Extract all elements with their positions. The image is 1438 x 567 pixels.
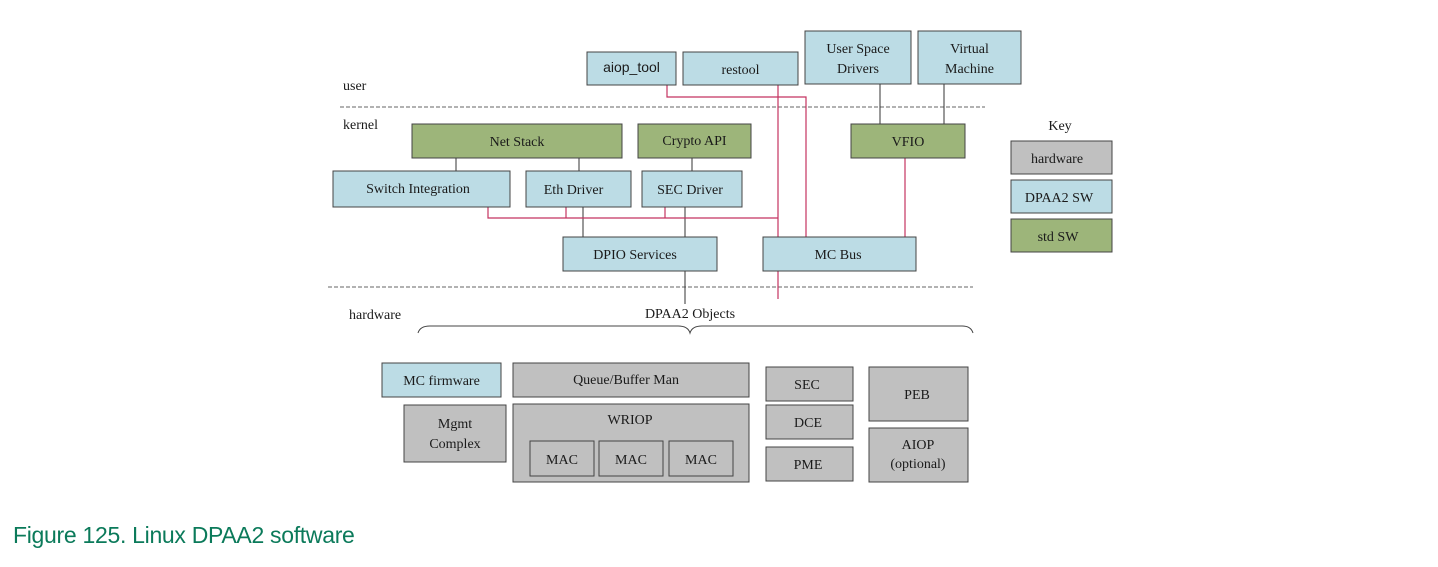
restool-box: restool [682,51,799,86]
mc-firmware-box: MC firmware [381,362,502,398]
key-swatch-dpaa2-sw [1010,179,1113,214]
key-swatch-std-sw [1010,218,1113,253]
net-stack-box: Net Stack [411,123,623,159]
mac-box-2: MAC [598,440,664,477]
sec-label: SEC [794,378,820,393]
queue-buffer-man-box: Queue/Buffer Man [512,362,750,398]
mac-box-1: MAC [529,440,595,477]
kernel-layer-label: kernel [343,118,378,133]
key-label-hardware: hardware [1031,152,1083,167]
pme-label: PME [794,458,823,473]
sec-box: SEC [765,366,854,402]
mc-bus-label: MC Bus [814,248,861,263]
wriop-label: WRIOP [607,413,652,428]
mac-label-3: MAC [685,453,717,468]
pme-box: PME [765,446,854,482]
crypto-api-box: Crypto API [637,123,752,159]
mc-bus-box: MC Bus [762,236,917,272]
sec-driver-label: SEC Driver [657,183,723,198]
crypto-api-label: Crypto API [662,134,727,149]
dpaa2-objects-label: DPAA2 Objects [645,307,735,322]
aiop-tool-label: aiop_tool [603,59,660,75]
dce-label: DCE [794,416,822,431]
mac-label-2: MAC [615,453,647,468]
dpaa2-objects-brace [417,325,974,335]
key-swatch-hardware [1010,140,1113,175]
eth-driver-label: Eth Driver [544,183,604,198]
mac-box-3: MAC [668,440,734,477]
mc-connector-lines [487,84,906,299]
user-space-drivers-line1: User Space [826,42,889,57]
user-space-drivers-line2: Drivers [837,62,879,77]
key-legend: Key hardware DPAA2 SW std SW [1010,119,1113,253]
key-label-dpaa2-sw: DPAA2 SW [1025,191,1094,206]
user-space-drivers-box: User Space Drivers [804,30,912,85]
peb-label: PEB [904,388,930,403]
virtual-machine-line2: Machine [945,62,994,77]
aiop-tool-box: aiop_tool [586,51,677,86]
net-stack-label: Net Stack [490,135,545,150]
key-label-std-sw: std SW [1038,230,1080,245]
switch-integration-box: Switch Integration [332,170,511,208]
mgmt-complex-line1: Mgmt [438,417,472,432]
virtual-machine-box: Virtual Machine [917,30,1022,85]
mgmt-complex-box: Mgmt Complex [403,404,507,463]
user-layer-label: user [343,79,367,94]
aiop-line2: (optional) [890,457,946,472]
mac-label-1: MAC [546,453,578,468]
mc-firmware-label: MC firmware [403,374,480,389]
vfio-label: VFIO [892,135,925,150]
queue-buffer-man-label: Queue/Buffer Man [573,373,679,388]
eth-driver-box: Eth Driver [525,170,632,208]
virtual-machine-line1: Virtual [950,42,989,57]
sec-driver-box: SEC Driver [641,170,743,208]
aiop-line1: AIOP [902,438,935,453]
dpio-services-label: DPIO Services [593,248,677,263]
hardware-layer-label: hardware [349,308,401,323]
dce-box: DCE [765,404,854,440]
dpio-services-box: DPIO Services [562,236,718,272]
key-title: Key [1048,119,1071,134]
mgmt-complex-line2: Complex [429,437,480,452]
switch-integration-label: Switch Integration [366,182,470,197]
peb-box: PEB [868,366,969,422]
vfio-box: VFIO [850,123,966,159]
restool-label: restool [721,63,759,78]
connector-lines [455,84,945,304]
figure-caption: Figure 125. Linux DPAA2 software [13,522,355,548]
aiop-box: AIOP (optional) [868,427,969,483]
